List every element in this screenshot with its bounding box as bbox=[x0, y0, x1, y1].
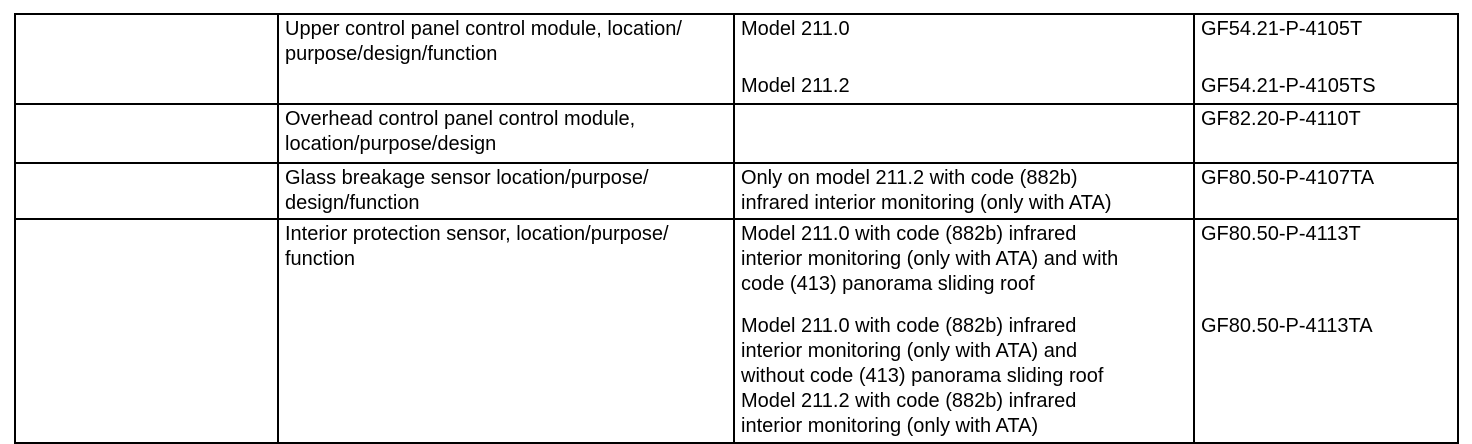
topic-text: Interior protection sensor, location/pur… bbox=[285, 223, 669, 270]
document-code: GF54.21-P-4105T bbox=[1201, 18, 1363, 40]
condition-text: Model 211.0 bbox=[741, 18, 850, 40]
spacer-cell bbox=[14, 13, 279, 105]
codes-cell: GF80.50-P-4113T GF80.50-P-4113TA bbox=[1193, 218, 1459, 444]
spacer-cell bbox=[14, 162, 279, 220]
conditions-cell: Model 211.0 Model 211.2 bbox=[733, 13, 1195, 105]
document-code: GF82.20-P-4110T bbox=[1201, 108, 1361, 130]
codes-cell: GF82.20-P-4110T bbox=[1193, 103, 1459, 164]
document-code: GF54.21-P-4105TS bbox=[1201, 75, 1376, 97]
document-code: GF80.50-P-4107TA bbox=[1201, 167, 1375, 189]
spacer-cell bbox=[14, 103, 279, 164]
codes-cell: GF80.50-P-4107TA bbox=[1193, 162, 1459, 220]
table-row: Overhead control panel control module, l… bbox=[14, 103, 1459, 164]
topic-text: Overhead control panel control module, l… bbox=[285, 108, 636, 155]
spacer-cell bbox=[14, 218, 279, 444]
conditions-cell: Model 211.0 with code (882b) infrared in… bbox=[733, 218, 1195, 444]
topic-cell: Overhead control panel control module, l… bbox=[277, 103, 735, 164]
topic-cell: Glass breakage sensor location/purpose/ … bbox=[277, 162, 735, 220]
table-row: Interior protection sensor, location/pur… bbox=[14, 218, 1459, 444]
conditions-cell bbox=[733, 103, 1195, 164]
table-row: Upper control panel control module, loca… bbox=[14, 13, 1459, 105]
condition-text: Model 211.2 with code (882b) infrared in… bbox=[741, 390, 1077, 437]
codes-cell: GF54.21-P-4105T GF54.21-P-4105TS bbox=[1193, 13, 1459, 105]
topic-cell: Interior protection sensor, location/pur… bbox=[277, 218, 735, 444]
topic-text: Glass breakage sensor location/purpose/ … bbox=[285, 167, 649, 214]
conditions-cell: Only on model 211.2 with code (882b) inf… bbox=[733, 162, 1195, 220]
condition-text: Model 211.0 with code (882b) infrared in… bbox=[741, 315, 1104, 387]
topic-cell: Upper control panel control module, loca… bbox=[277, 13, 735, 105]
condition-text: Model 211.0 with code (882b) infrared in… bbox=[741, 223, 1119, 295]
table-row: Glass breakage sensor location/purpose/ … bbox=[14, 162, 1459, 220]
document-code: GF80.50-P-4113T bbox=[1201, 223, 1361, 245]
condition-text: Only on model 211.2 with code (882b) inf… bbox=[741, 167, 1112, 214]
condition-text: Model 211.2 bbox=[741, 75, 850, 97]
topic-text: Upper control panel control module, loca… bbox=[285, 18, 682, 65]
document-code: GF80.50-P-4113TA bbox=[1201, 315, 1373, 337]
reference-table: Upper control panel control module, loca… bbox=[14, 13, 1459, 444]
